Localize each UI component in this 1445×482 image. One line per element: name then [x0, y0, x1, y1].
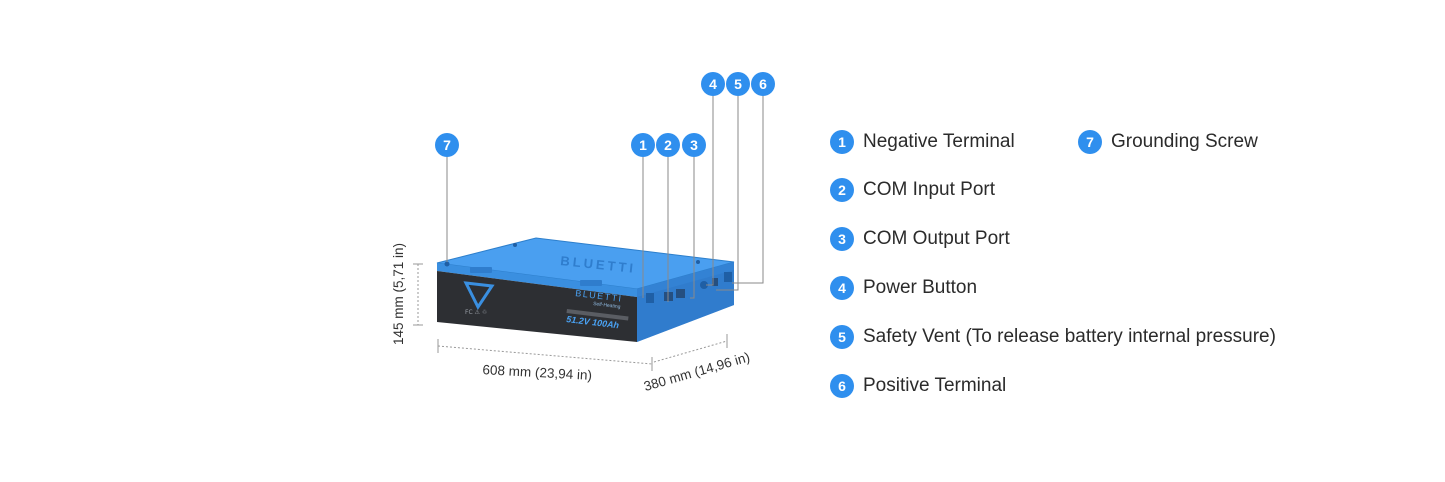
- legend-item-positive-terminal: 6 Positive Terminal: [830, 374, 1006, 398]
- legend-item-safety-vent: 5 Safety Vent (To release battery intern…: [830, 325, 1276, 349]
- height-dimension-label: 145 mm (5,71 in): [391, 243, 406, 345]
- leader-3: [690, 157, 695, 299]
- legend-label: COM Input Port: [863, 179, 995, 200]
- lid-screw-right: [696, 260, 700, 264]
- callout-5: 5: [726, 72, 750, 96]
- leader-5: [716, 96, 739, 291]
- callout-6: 6: [751, 72, 775, 96]
- leader-lines: [446, 96, 764, 302]
- front-sub-label: Self-Heating: [593, 301, 621, 310]
- legend-label: Power Button: [863, 277, 978, 298]
- legend-item-com-input-port: 2 COM Input Port: [830, 178, 995, 202]
- battery-side-shadow: [637, 270, 734, 342]
- lid-handle-left: [470, 267, 492, 273]
- legend-label: Positive Terminal: [863, 375, 1007, 396]
- legend-label: COM Output Port: [863, 228, 1010, 249]
- length-dimension-label: 608 mm (23,94 in): [482, 362, 592, 383]
- lid-handle-right: [580, 280, 602, 286]
- legend-badge: 6: [830, 374, 854, 398]
- leader-4: [706, 96, 714, 286]
- legend-badge: 1: [830, 130, 854, 154]
- lid-screw-back: [513, 243, 517, 247]
- power-button: [700, 281, 708, 289]
- dimension-height: [413, 263, 423, 326]
- battery-front-panel: [437, 271, 637, 342]
- callout-4: 4: [701, 72, 725, 96]
- callout-7: 7: [435, 133, 459, 157]
- legend-label: Grounding Screw: [1111, 131, 1258, 152]
- legend-item-power-button: 4 Power Button: [830, 276, 977, 300]
- legend-item-negative-terminal: 1 Negative Terminal: [830, 130, 1015, 154]
- dimension-width: [653, 334, 728, 363]
- dimension-length: [437, 339, 653, 371]
- callout-3: 3: [682, 133, 706, 157]
- legend-badge: 5: [830, 325, 854, 349]
- safety-vent: [712, 278, 718, 286]
- legend-label: Safety Vent (To release battery internal…: [863, 326, 1276, 347]
- legend-item-com-output-port: 3 COM Output Port: [830, 227, 1010, 251]
- leader-6: [732, 96, 764, 284]
- legend-badge: 3: [830, 227, 854, 251]
- callout-2: 2: [656, 133, 680, 157]
- brand-logo-icon: [463, 281, 495, 310]
- negative-terminal: [646, 293, 654, 303]
- legend-item-grounding-screw: 7 Grounding Screw: [1078, 130, 1258, 154]
- front-info-strip: [566, 308, 629, 321]
- legend-label: Negative Terminal: [863, 131, 1015, 152]
- legend-badge: 4: [830, 276, 854, 300]
- width-dimension-label: 380 mm (14,96 in): [642, 349, 751, 394]
- legend-badge: 2: [830, 178, 854, 202]
- positive-terminal: [724, 272, 732, 282]
- callout-1: 1: [631, 133, 655, 157]
- grounding-screw: [444, 261, 450, 267]
- legend-badge: 7: [1078, 130, 1102, 154]
- cert-marks: FC ⚠ ♲: [465, 309, 487, 316]
- com-output-port: [676, 289, 685, 298]
